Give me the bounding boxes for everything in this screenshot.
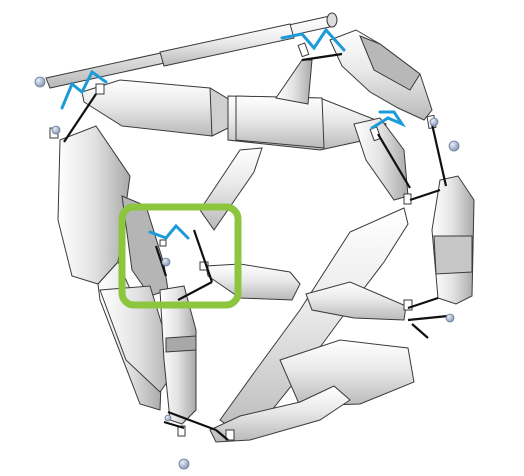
strut-upper-left [81, 79, 233, 137]
strut-top-center-cone [275, 59, 313, 105]
strut-center-vertical [159, 285, 197, 425]
strut-long-diagonal [219, 207, 409, 441]
black-cables [63, 52, 449, 441]
strut-upper-center [227, 95, 387, 151]
strut-left-center [99, 195, 177, 393]
strut-top-rod [45, 12, 338, 89]
strut-right-vertical [431, 175, 475, 305]
strut-center-diagonal [199, 147, 263, 231]
strut-top-right [329, 29, 433, 121]
strut-center-horizontal [205, 263, 301, 301]
node-spheres [34, 76, 460, 470]
highlight-box [118, 203, 242, 309]
strut-bottom [209, 385, 351, 443]
blue-cables [60, 27, 407, 240]
strut-right-center [353, 117, 409, 201]
strut-lower-right [279, 281, 415, 407]
strut-group [45, 12, 475, 443]
